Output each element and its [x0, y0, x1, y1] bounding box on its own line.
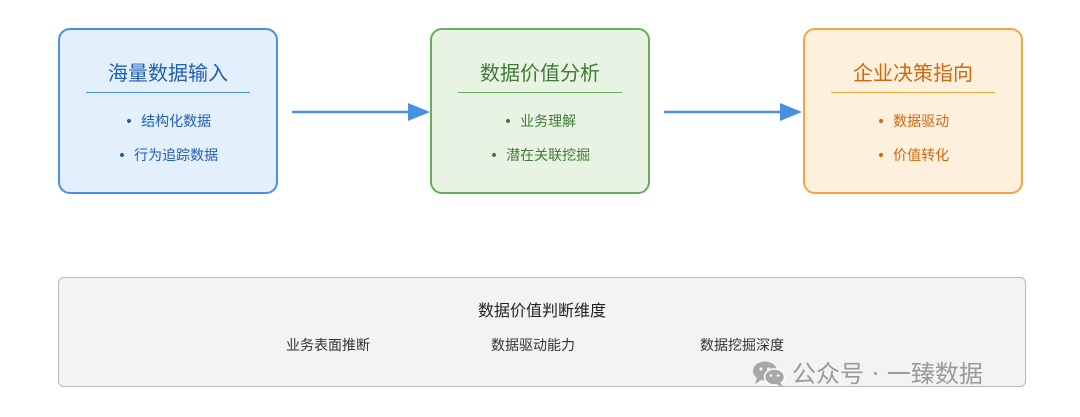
analysis-box-item: •潜在关联挖掘 — [489, 148, 591, 164]
dimension-item: 业务表面推断 — [286, 338, 370, 354]
decision-box-item: •价值转化 — [876, 148, 950, 164]
decision-box-title: 企业决策指向 — [853, 61, 973, 85]
input-box-title: 海量数据输入 — [108, 61, 228, 85]
dimensions-panel: 数据价值判断维度 业务表面推断 数据驱动能力 数据挖掘深度 — [58, 277, 1026, 387]
input-box-item: •结构化数据 — [124, 114, 212, 130]
watermark: 公众号 · 一臻数据 — [752, 358, 983, 390]
decision-box: 企业决策指向 •数据驱动 •价值转化 — [803, 28, 1023, 194]
arrow-right-icon — [292, 103, 430, 121]
dimension-item: 数据驱动能力 — [491, 338, 575, 354]
analysis-box-title: 数据价值分析 — [480, 61, 600, 85]
analysis-box: 数据价值分析 •业务理解 •潜在关联挖掘 — [430, 28, 650, 194]
decision-box-divider — [831, 92, 995, 93]
analysis-box-divider — [458, 92, 622, 93]
input-box-item: •行为追踪数据 — [117, 148, 219, 164]
analysis-box-item: •业务理解 — [503, 114, 577, 130]
arrow-right-icon — [664, 103, 802, 121]
dimension-item: 数据挖掘深度 — [700, 338, 784, 354]
input-box-divider — [86, 92, 250, 93]
dimensions-title: 数据价值判断维度 — [477, 301, 606, 320]
wechat-icon — [753, 361, 786, 387]
watermark-text: 公众号 · 一臻数据 — [792, 360, 983, 388]
input-box: 海量数据输入 •结构化数据 •行为追踪数据 — [58, 28, 278, 194]
decision-box-item: •数据驱动 — [876, 114, 950, 130]
